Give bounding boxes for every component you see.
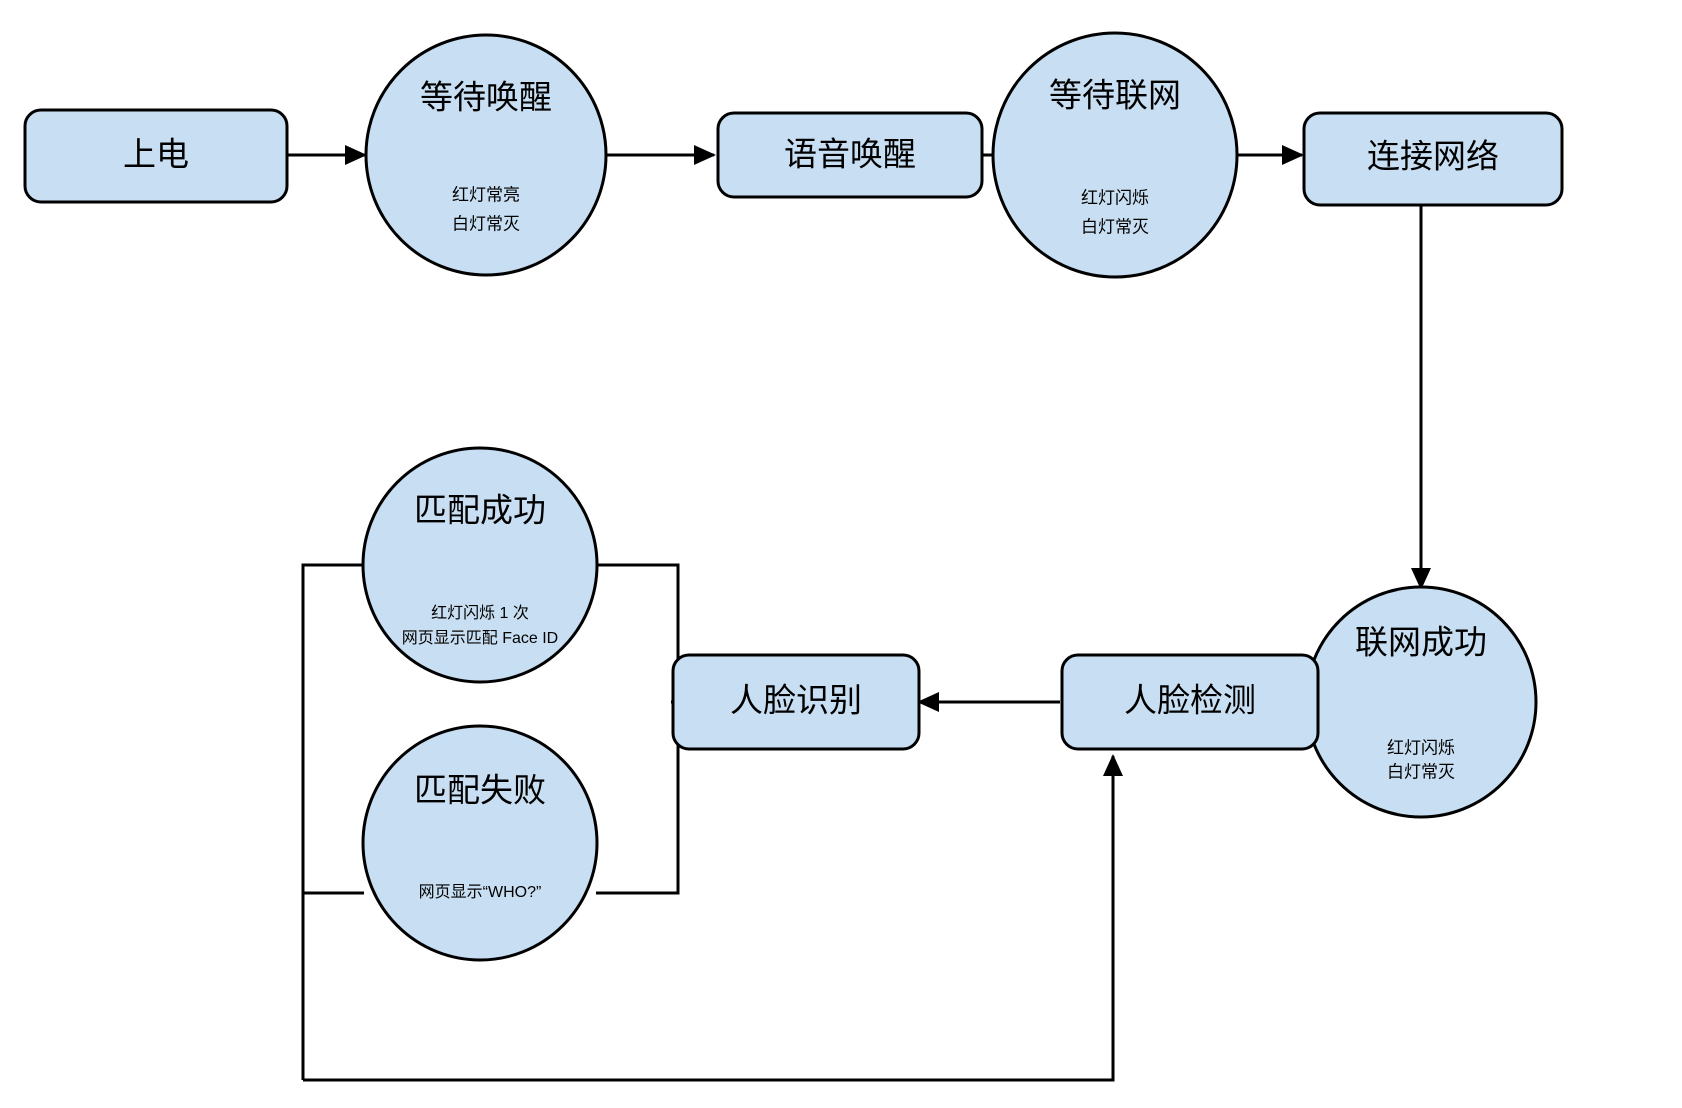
edge-face-recognize-branch-spine bbox=[596, 563, 680, 704]
node-voice-wake-shape[interactable] bbox=[716, 111, 984, 199]
node-face-detect[interactable]: 人脸检测 bbox=[1060, 653, 1320, 751]
node-wait-wake-sub-1: 红灯常亮 bbox=[452, 185, 520, 204]
node-match-success-label: 匹配成功 bbox=[414, 492, 546, 529]
node-wait-wake-label: 等待唤醒 bbox=[420, 79, 552, 116]
node-power-on[interactable]: 上电 bbox=[23, 108, 289, 204]
node-match-success-shape[interactable] bbox=[361, 446, 599, 684]
edge-match-success-left-spine bbox=[301, 563, 364, 1080]
node-connect-network-label: 连接网络 bbox=[1367, 138, 1499, 175]
node-wait-network-sub-1: 红灯闪烁 bbox=[1081, 188, 1149, 207]
node-wait-network[interactable]: 等待联网 红灯闪烁 白灯常灭 bbox=[991, 31, 1239, 279]
node-match-success-sub-1: 红灯闪烁 1 次 bbox=[431, 604, 529, 622]
node-power-on-label: 上电 bbox=[123, 136, 189, 173]
node-face-recognize[interactable]: 人脸识别 bbox=[671, 653, 921, 751]
node-face-recognize-shape[interactable] bbox=[671, 653, 921, 751]
node-connect-network-shape[interactable] bbox=[1302, 111, 1564, 207]
node-wait-wake[interactable]: 等待唤醒 红灯常亮 白灯常灭 bbox=[364, 33, 608, 277]
node-network-success-shape[interactable] bbox=[1304, 585, 1538, 819]
node-match-success-sub-2: 网页显示匹配 Face ID bbox=[402, 629, 558, 647]
node-match-fail[interactable]: 匹配失败 网页显示“WHO?” bbox=[361, 724, 599, 962]
node-match-fail-sub-1: 网页显示“WHO?” bbox=[419, 884, 542, 901]
node-wait-network-label: 等待联网 bbox=[1049, 77, 1181, 114]
node-wait-network-sub-2: 白灯常灭 bbox=[1081, 217, 1149, 236]
node-connect-network[interactable]: 连接网络 bbox=[1302, 111, 1564, 207]
node-wait-network-shape[interactable] bbox=[991, 31, 1239, 279]
edge-face-recognize-branch-spine-lower bbox=[596, 702, 680, 895]
node-network-success[interactable]: 联网成功 红灯闪烁 白灯常灭 bbox=[1304, 585, 1538, 819]
node-network-success-sub-1: 红灯闪烁 bbox=[1387, 738, 1455, 757]
node-network-success-label: 联网成功 bbox=[1355, 624, 1487, 661]
node-voice-wake-label: 语音唤醒 bbox=[784, 136, 916, 173]
node-match-fail-shape[interactable] bbox=[361, 724, 599, 962]
node-network-success-sub-2: 白灯常灭 bbox=[1387, 762, 1455, 781]
node-wait-wake-sub-2: 白灯常灭 bbox=[452, 214, 520, 233]
edge-match-fail-loop-to-face-detect bbox=[303, 754, 1123, 1082]
node-match-fail-label: 匹配失败 bbox=[414, 772, 546, 809]
node-face-detect-label: 人脸检测 bbox=[1124, 682, 1256, 719]
node-face-detect-shape[interactable] bbox=[1060, 653, 1320, 751]
node-voice-wake[interactable]: 语音唤醒 bbox=[716, 111, 984, 199]
node-match-success[interactable]: 匹配成功 红灯闪烁 1 次 网页显示匹配 Face ID bbox=[361, 446, 599, 684]
node-wait-wake-shape[interactable] bbox=[364, 33, 608, 277]
node-face-recognize-label: 人脸识别 bbox=[730, 682, 862, 719]
node-power-on-shape[interactable] bbox=[23, 108, 289, 204]
